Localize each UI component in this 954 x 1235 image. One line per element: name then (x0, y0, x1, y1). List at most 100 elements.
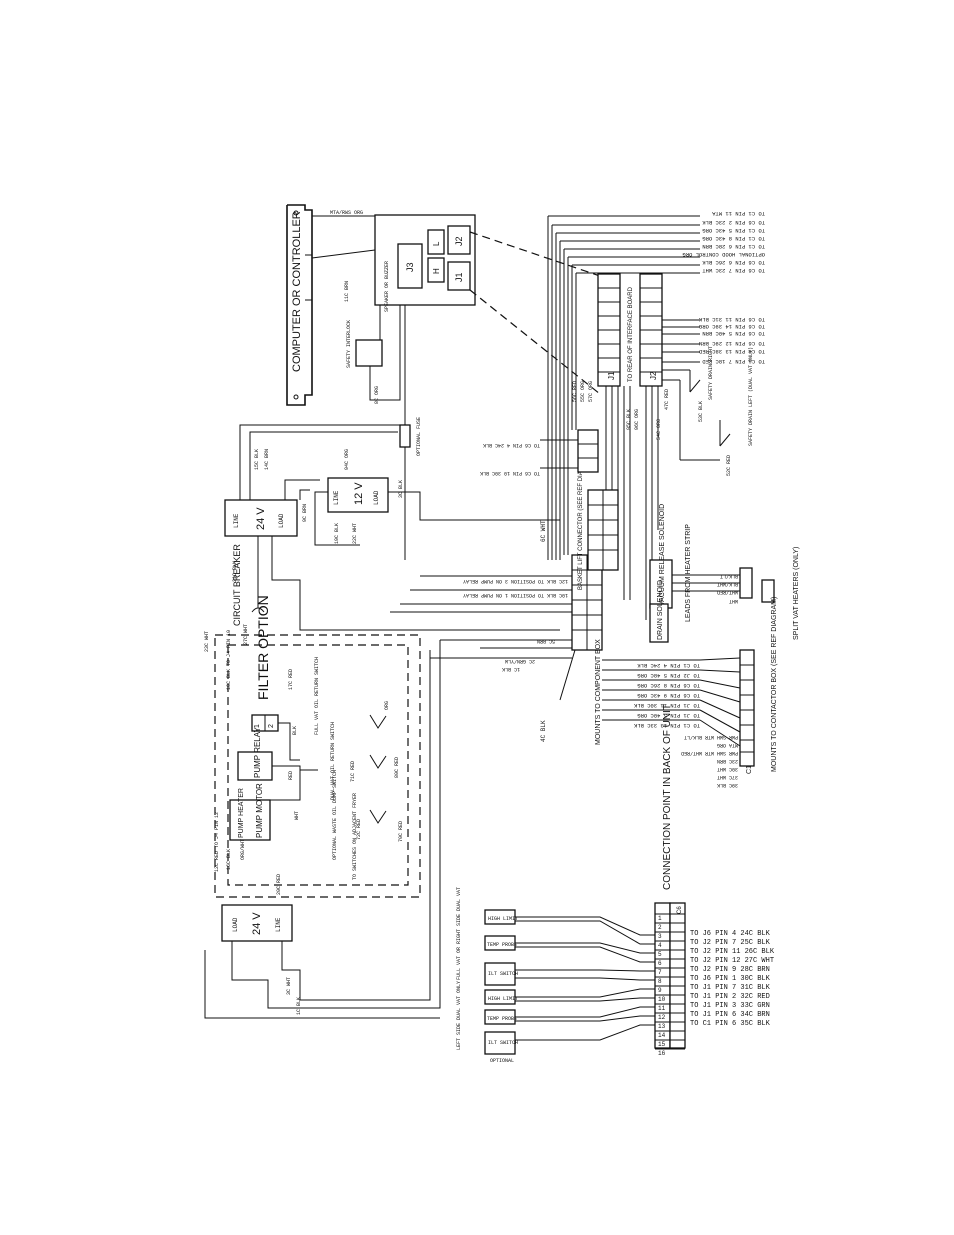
wire-22c: 22C WHT (352, 523, 358, 544)
wire-to-c6-24c: TO C6 PIN 4 24C BLK (483, 442, 540, 448)
lead-contact-5: 37C WHT (717, 774, 738, 780)
xfmr-12v-label: 12 V (353, 482, 365, 505)
lead-comp-6: TO C1 PIN 13 33C BLK (633, 722, 700, 729)
component-box: BASKET LIFT CONNECTOR (SEE REF DIAGRAM) … (390, 451, 619, 745)
mid-right-leads: TO C6 PIN 11 31C BLK TO C6 PIN 14 39C OR… (662, 316, 765, 365)
wire-70c: 70C RED (398, 821, 404, 842)
vertical-bus: 56C RED 55C ORG 57C ORG 47C RED 54C ORG … (563, 249, 670, 620)
lead-contact-6: 39C BLK (717, 782, 738, 788)
pump-heater-label: PUMP HEATER (238, 788, 245, 838)
wire-12c: 12C RED TO J4 PIN 12 (214, 812, 220, 872)
conn-label-10: TO C1 PIN 6 35C BLK (690, 1020, 771, 1028)
safety-interlock: SAFETY INTERLOCK (346, 320, 383, 368)
wire-1c-blk: 1C BLK (296, 997, 302, 1015)
xfmr-line-12v: LINE (333, 490, 340, 505)
conn-c6-label: C6 (677, 906, 683, 914)
connection-wire (515, 988, 655, 998)
conn-label-3: TO J2 PIN 12 27C WHT (690, 957, 774, 965)
connection-wire (515, 997, 655, 1002)
xfmr-24v-bottom-label: 24 V (251, 912, 263, 935)
wire-19c: 19C BLK (334, 523, 340, 544)
split-vat-label: SPLIT VAT HEATERS (ONLY) (793, 547, 800, 640)
wire-wht-heater: WHT (729, 598, 738, 604)
conn-label-1: TO J2 PIN 7 25C BLK (690, 939, 771, 947)
connection-pin-number: 2 (658, 924, 662, 931)
lead-comp-3: TO C6 PIN 9 43C ORG (637, 692, 700, 699)
dual-vat-switch-label: DUAL VAT OIL RETURN SWITCH (330, 722, 336, 800)
wire-6c: 6C WHT (540, 520, 547, 542)
wire-20c: 20C RED (276, 874, 282, 895)
top-wiring: 11C BRN 8C ORG 15C BLK 14C BRN 94C ORG 1… (239, 281, 560, 560)
drain-solenoid-label: DRAIN SOLENOID (657, 580, 664, 640)
lead-top-1: TO C6 PIN 2 23C BLK (702, 219, 765, 226)
wire-55c: 55C ORG (580, 381, 586, 402)
high-limit-2: HIGH LIMIT (488, 996, 518, 1002)
mounts-contactor-label: MOUNTS TO CONTACTOR BOX (SEE REF DIAGRAM… (771, 597, 778, 772)
wire-52c: 52C RED (726, 455, 732, 476)
wire-47c: 47C RED (664, 389, 670, 410)
wire-4c: 4C BLK (540, 720, 547, 742)
conn-label-8: TO J1 PIN 3 33C GRN (690, 1002, 770, 1010)
wire-3c-wht: 3C WHT (286, 977, 292, 995)
connection-pin-number: 11 (658, 1005, 666, 1012)
conn-label-5: TO J6 PIN 1 30C BLK (690, 975, 771, 983)
connection-pin-number: 6 (658, 960, 662, 967)
wire-16c: 16C BLK (226, 849, 232, 870)
wire-53c: 53C BLK (698, 401, 704, 422)
wire-21c: 21C BLK (232, 561, 238, 582)
connection-wires (515, 916, 655, 1041)
transformer-12v: 12 V LOAD LINE (327, 477, 389, 513)
lead-contact-0: PWR SWH WTR BLK/LT (684, 734, 738, 740)
conn-label-4: TO J2 PIN 9 28C BRN (690, 966, 770, 974)
filter-option-box: FILTER OPTION 23C WHT 17C RED 10C BLK TO… (204, 595, 421, 898)
wire-10c-pump: 10C BLK TO POSITION 1 ON PUMP RELAY (463, 592, 568, 598)
wire-11c: 11C BRN (344, 281, 350, 302)
board-speaker: SPEAKER OR BUZZER (384, 261, 390, 312)
lead-top-3: TO C1 PIN 8 43C ORG (702, 235, 765, 242)
connection-point: CONNECTION POINT IN BACK OF UNIT C6 (654, 704, 686, 1049)
top-right-leads: TO C1 PIN 11 MTA TO C6 PIN 2 23C BLK TO … (547, 210, 765, 560)
connection-pin-number: 8 (658, 978, 662, 985)
wire-72c: 72C RED (356, 819, 362, 840)
xfmr-load-bottom: LOAD (232, 917, 239, 932)
wire-56c: 56C RED (572, 381, 578, 402)
wire-71c: 71C RED (350, 761, 356, 782)
connection-point-label: CONNECTION POINT IN BACK OF UNIT (662, 704, 673, 890)
connection-wire (515, 920, 655, 945)
connection-pin-number: 16 (658, 1050, 666, 1057)
temp-probe-1: TEMP PROBE (487, 942, 517, 948)
computer-label: COMPUTER OR CONTROLLER (291, 211, 303, 372)
optional-fuse-label: OPTIONAL FUSE (416, 417, 422, 456)
wire-12c-pump: 12C BLK TO POSITION 3 ON PUMP RELAY (463, 578, 568, 584)
interface-board-block: L H J2 J1 J3 SPEAKER OR BUZZER (374, 214, 476, 312)
lead-contact-2: PWR SWH WTR WHT/RED (681, 750, 738, 756)
circuit-breaker-label: CIRCUIT BREAKER (232, 544, 242, 626)
board-h1: H (432, 268, 441, 274)
transformer-24v-top: 24 V LOAD LINE (224, 499, 298, 537)
board-j1: J1 (454, 272, 464, 282)
connection-pin-number: 7 (658, 969, 662, 976)
connection-pin-number: 10 (658, 996, 666, 1003)
wire-blk: BLK (292, 726, 298, 735)
transformer-24v-bottom: 24 V LOAD LINE (221, 904, 293, 942)
basket-lift-label: BASKET LIFT CONNECTOR (SEE REF DIAGRAM) (578, 451, 584, 590)
lead-mid-0: TO C6 PIN 11 31C BLK (698, 316, 765, 323)
xfmr-24v-top-label: 24 V (255, 507, 267, 530)
wire-blkwht: BLK/WHT (717, 581, 738, 587)
interface-label: TO REAR OF INTERFACE BOARD (628, 286, 634, 382)
wire-96c: 96C ORG (634, 409, 640, 430)
connection-wire (515, 1006, 655, 1018)
connection-pin-number: 3 (658, 933, 662, 940)
connection-pin-number: 14 (658, 1032, 666, 1039)
left-side-dual-label: LEFT SIDE DUAL VAT ONLY (456, 981, 462, 1050)
xfmr-load-top: LOAD (278, 513, 285, 528)
wire-orgwht: ORG/WHT (240, 839, 246, 860)
xfmr-load-12v: LOAD (373, 490, 380, 505)
conn-label-7: TO J1 PIN 2 32C RED (690, 993, 770, 1001)
lead-comp-1: TO J2 PIN 5 48C ORG (637, 672, 700, 679)
connection-wire (515, 977, 655, 981)
computer-controller: COMPUTER OR CONTROLLER (286, 204, 313, 406)
interface-connectors: J1 J2 TO REAR OF INTERFACE BOARD (597, 273, 663, 387)
wire-5c: 5C BRN (537, 638, 555, 644)
